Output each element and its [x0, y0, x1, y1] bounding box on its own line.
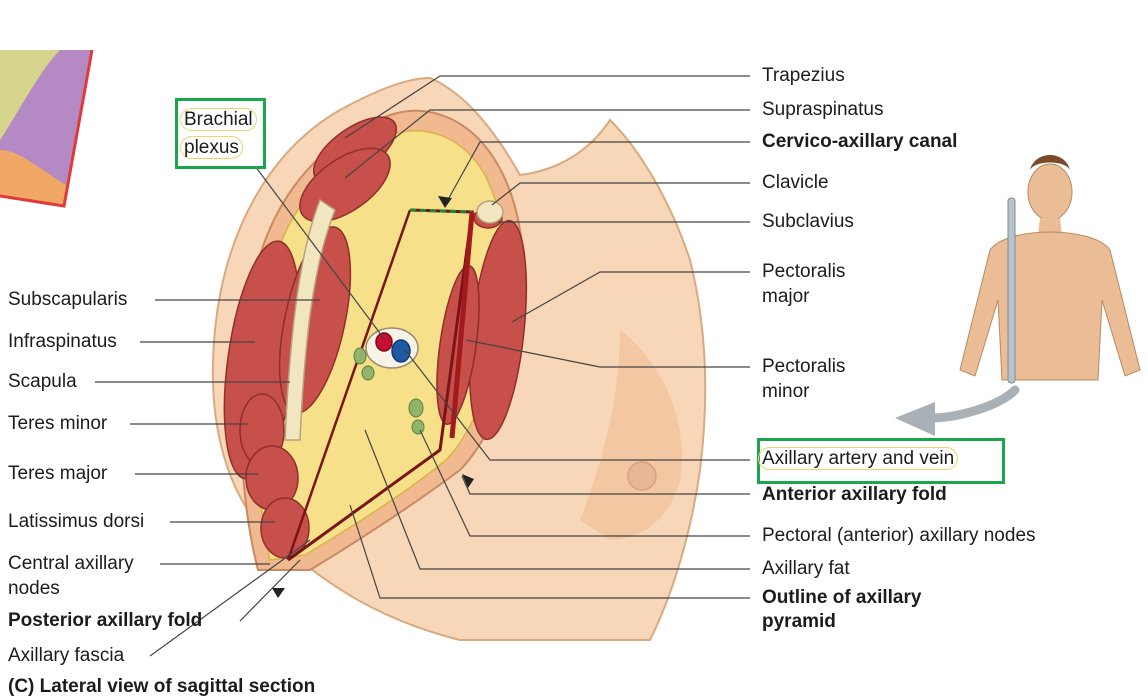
label-pectoralis-major-2: major	[762, 286, 810, 307]
label-axillary-fat: Axillary fat	[762, 558, 850, 579]
label-brachial-2: plexus	[180, 136, 243, 160]
label-pectoralis-major-1: Pectoralis	[762, 261, 846, 282]
leader-lines	[95, 75, 750, 657]
label-central-axillary-nodes-1: Central axillary	[8, 553, 134, 574]
label-axillary-artery-and-vein: Axillary artery and vein	[758, 447, 959, 471]
label-brachial-text: Brachial	[180, 108, 257, 131]
label-pectoral-axillary-nodes: Pectoral (anterior) axillary nodes	[762, 525, 1036, 546]
axillary-artery	[375, 332, 393, 352]
label-teres-minor: Teres minor	[8, 413, 108, 434]
axillary-vein	[391, 339, 411, 363]
label-pectoralis-minor-2: minor	[762, 381, 810, 402]
label-latissimus-dorsi: Latissimus dorsi	[8, 511, 145, 532]
axillary-node	[361, 365, 375, 381]
label-infraspinatus: Infraspinatus	[8, 331, 117, 352]
arrow-head	[438, 196, 452, 208]
axillary-node	[408, 398, 424, 418]
label-posterior-axillary-fold: Posterior axillary fold	[8, 610, 203, 631]
arrow-head	[272, 588, 285, 598]
label-central-axillary-nodes-2: nodes	[8, 578, 60, 599]
label-plexus-text: plexus	[180, 136, 243, 159]
nipple	[627, 461, 657, 491]
brachial-plexus-highlight	[175, 98, 266, 169]
axillary-node	[411, 419, 425, 435]
label-teres-major: Teres major	[8, 463, 108, 484]
scapula-bone	[284, 198, 336, 441]
label-trapezius: Trapezius	[762, 65, 845, 86]
axillary-artery-vein-highlight	[757, 438, 1005, 484]
orientation-inset	[0, 49, 94, 208]
label-outline-pyramid-1: Outline of axillary	[762, 587, 922, 608]
label-clavicle: Clavicle	[762, 172, 829, 193]
label-anterior-axillary-fold: Anterior axillary fold	[762, 484, 947, 505]
body-figure-inset	[959, 155, 1141, 384]
label-subscapularis: Subscapularis	[8, 289, 128, 310]
pyramid-front-edge	[449, 211, 475, 439]
figure-caption: (C) Lateral view of sagittal section	[8, 676, 316, 697]
label-cervico-axillary-canal: Cervico-axillary canal	[762, 131, 958, 152]
chest-skin	[580, 330, 682, 540]
clavicle-bone	[476, 200, 504, 224]
label-pectoralis-minor-1: Pectoralis	[762, 356, 846, 377]
label-outline-pyramid-2: pyramid	[762, 611, 836, 632]
label-subclavius: Subclavius	[762, 211, 854, 232]
section-plane-bar	[1007, 197, 1016, 384]
label-axillary-artery-and-vein-text: Axillary artery and vein	[758, 447, 959, 470]
label-scapula: Scapula	[8, 371, 77, 392]
label-brachial-1: Brachial	[180, 108, 257, 132]
arrow-head	[462, 474, 474, 488]
label-axillary-fascia: Axillary fascia	[8, 645, 125, 666]
label-supraspinatus: Supraspinatus	[762, 99, 884, 120]
curved-arrow	[925, 385, 1020, 423]
axillary-node	[353, 347, 367, 365]
